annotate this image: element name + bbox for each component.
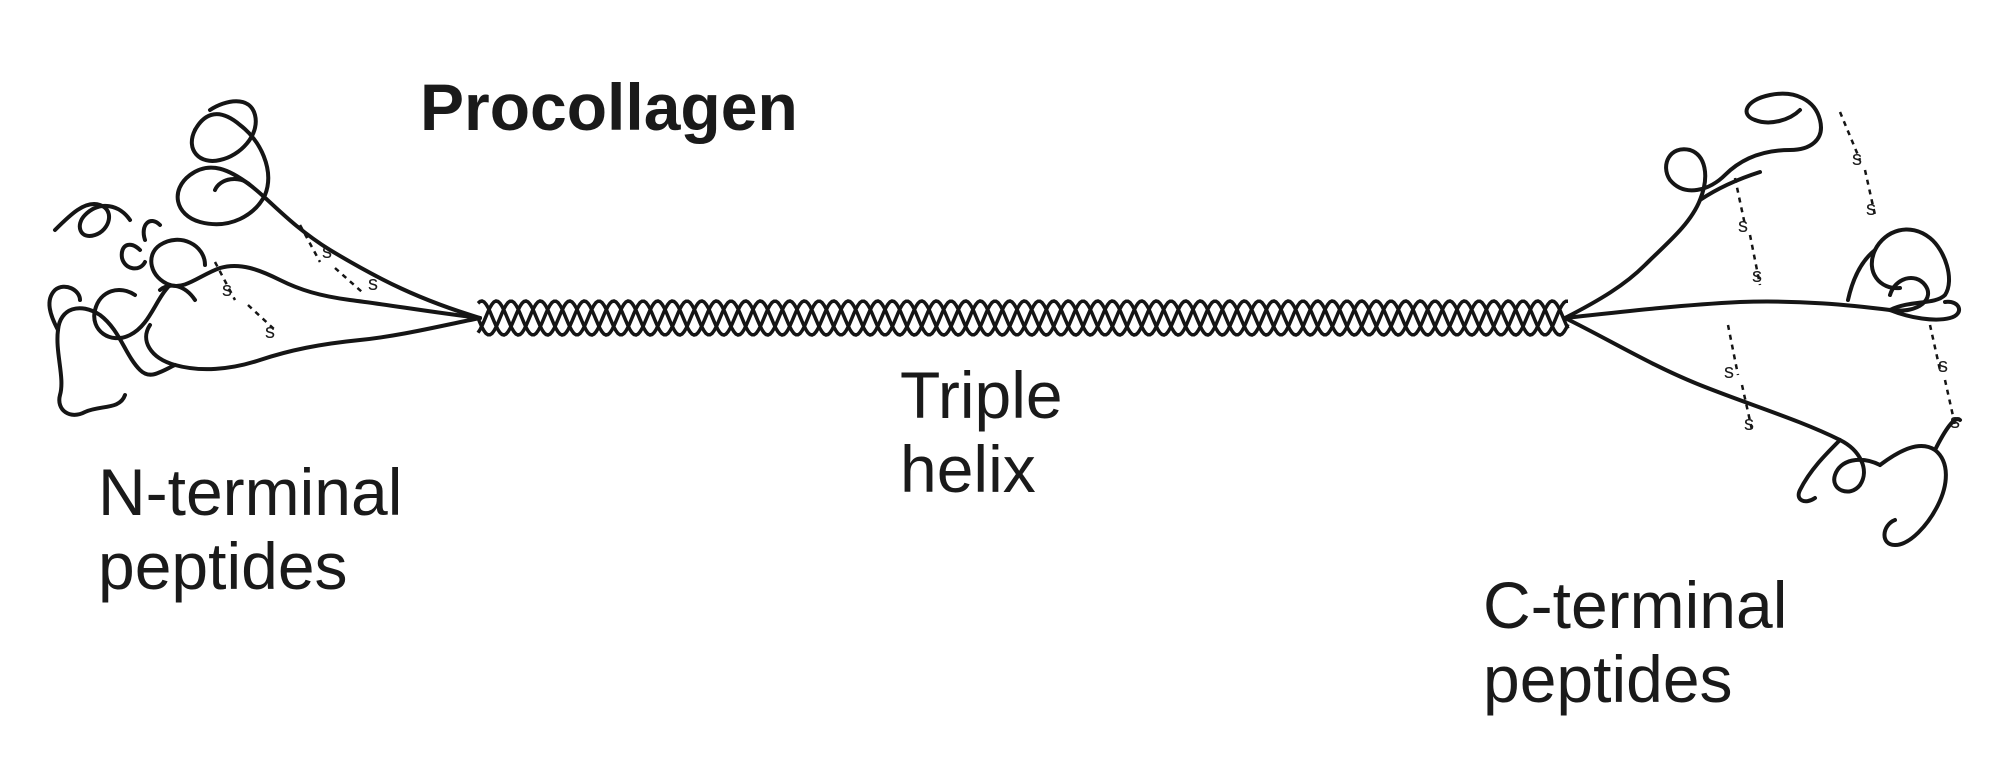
disulfide-symbol: s <box>322 241 332 263</box>
diagram-title: Procollagen <box>420 70 798 144</box>
c-terminal-label-line-2: peptides <box>1483 642 1733 716</box>
n-terminal-disulfide-bridges: s s s s <box>213 224 378 343</box>
n-terminal-peptide-chains <box>47 99 482 417</box>
disulfide-symbol: s <box>1738 215 1748 237</box>
disulfide-symbol: s <box>1744 413 1754 435</box>
disulfide-symbol: s <box>1752 265 1762 287</box>
helix-strand-1 <box>476 299 1568 337</box>
c-terminal-disulfide-bridges: s s s s s s s s <box>1724 111 1960 435</box>
triple-helix-label: Triple helix <box>900 358 1063 506</box>
disulfide-symbol: s <box>265 321 275 343</box>
c-terminal-label-line-1: C-terminal <box>1483 568 1788 642</box>
disulfide-symbol: s <box>1724 361 1734 383</box>
triple-helix-strands <box>476 299 1570 337</box>
n-terminal-peptides-label: N-terminal peptides <box>98 455 402 603</box>
disulfide-symbol: s <box>1866 198 1876 220</box>
helix-strand-2 <box>476 299 1570 337</box>
n-terminal-label-line-2: peptides <box>98 529 348 603</box>
disulfide-symbol: s <box>222 279 232 301</box>
disulfide-symbol: s <box>1950 411 1960 433</box>
disulfide-symbol: s <box>1938 355 1948 377</box>
c-terminal-peptides-label: C-terminal peptides <box>1483 568 1787 716</box>
helix-strand-3 <box>476 299 1570 337</box>
disulfide-symbol: s <box>368 273 378 295</box>
n-terminal-label-line-1: N-terminal <box>98 455 403 529</box>
c-terminal-peptide-chains <box>1563 91 1962 547</box>
disulfide-symbol: s <box>1852 148 1862 170</box>
triple-helix-label-line-2: helix <box>900 432 1036 506</box>
triple-helix-label-line-1: Triple <box>900 358 1063 432</box>
